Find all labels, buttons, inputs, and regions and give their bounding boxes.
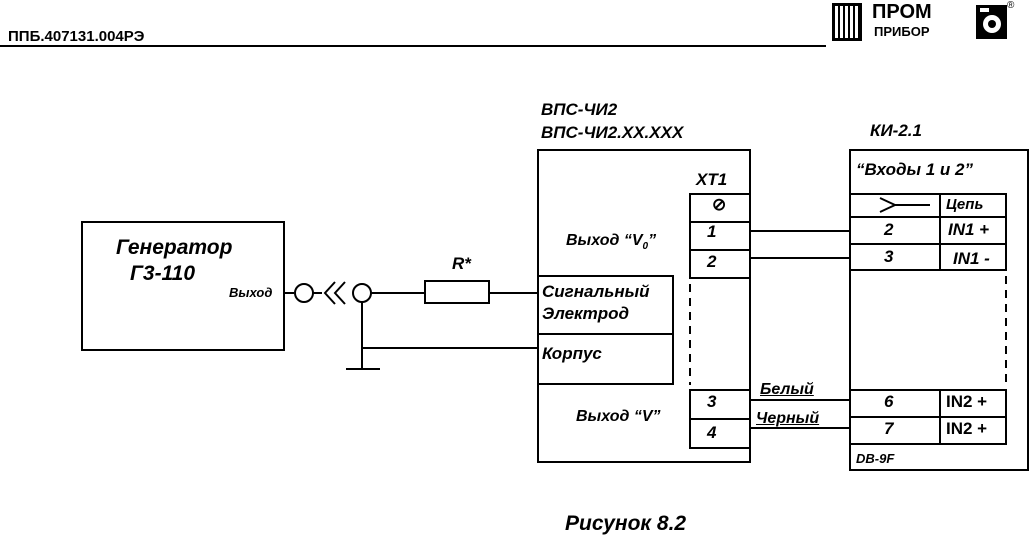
xt1-top-block xyxy=(689,193,751,279)
output-v0-label: Выход “V0” xyxy=(566,232,657,253)
output-v-label: Выход “V” xyxy=(576,408,661,425)
generator-label: Генератор xyxy=(116,236,233,259)
generator-box xyxy=(81,221,285,351)
ki-chain-in1-minus: IN1 - xyxy=(953,249,990,268)
case-label: Корпус xyxy=(542,344,602,363)
document-code: ППБ.407131.004РЭ xyxy=(8,28,145,45)
ki-pin-3: 3 xyxy=(884,247,894,266)
connector-socket-icon xyxy=(352,283,372,303)
ki-box xyxy=(849,149,1029,471)
ki-table-top xyxy=(849,193,1007,271)
logo-word-pribor: ПРИБОР xyxy=(874,24,930,39)
logo-word-prom: ПРОМ xyxy=(872,1,932,23)
ki-pin-6: 6 xyxy=(884,392,894,411)
registered-mark: ® xyxy=(1007,0,1015,11)
ki-title: КИ-2.1 xyxy=(870,121,922,140)
xt1-pin-4: 4 xyxy=(707,423,717,442)
xt1-pin-3: 3 xyxy=(707,392,717,411)
figure-caption: Рисунок 8.2 xyxy=(565,512,687,535)
wire-white-label: Белый xyxy=(760,381,814,398)
ki-chain-in2-plus-a: IN2 + xyxy=(946,392,988,411)
signal-electrode-line1: Сигнальный xyxy=(542,282,650,301)
ki-chain-in2-plus-b: IN2 + xyxy=(946,419,988,438)
ki-col-chain: Цепь xyxy=(946,196,984,213)
ki-pin-arrow-icon xyxy=(879,197,898,213)
resistor xyxy=(424,280,490,304)
ki-connector-type: DB-9F xyxy=(856,451,895,466)
ki-chain-in1-plus: IN1 + xyxy=(948,220,990,239)
connector-plug-icon xyxy=(294,283,314,303)
company-logo xyxy=(832,3,1007,41)
wire-black-label: Черный xyxy=(756,410,820,427)
ki-pin-2: 2 xyxy=(884,220,894,239)
ki-inputs-title: “Входы 1 и 2” xyxy=(856,160,973,179)
device-model: ВПС-ЧИ2.XX.XXX xyxy=(541,123,684,142)
generator-model: Г3-110 xyxy=(130,262,196,285)
xt1-pin-1: 1 xyxy=(707,222,717,241)
xt1-pin-2: 2 xyxy=(707,252,717,271)
signal-electrode-line2: Электрод xyxy=(542,304,630,323)
generator-output-label: Выход xyxy=(229,285,273,300)
connector-xt1-label: XT1 xyxy=(696,170,728,189)
resistor-label: R* xyxy=(452,254,471,273)
ki-pin-7: 7 xyxy=(884,419,894,438)
case-box xyxy=(537,333,674,385)
header-rule xyxy=(0,45,826,47)
device-title: ВПС-ЧИ2 xyxy=(541,100,618,119)
xt1-ground-pin-icon: ⊘ xyxy=(712,195,727,214)
